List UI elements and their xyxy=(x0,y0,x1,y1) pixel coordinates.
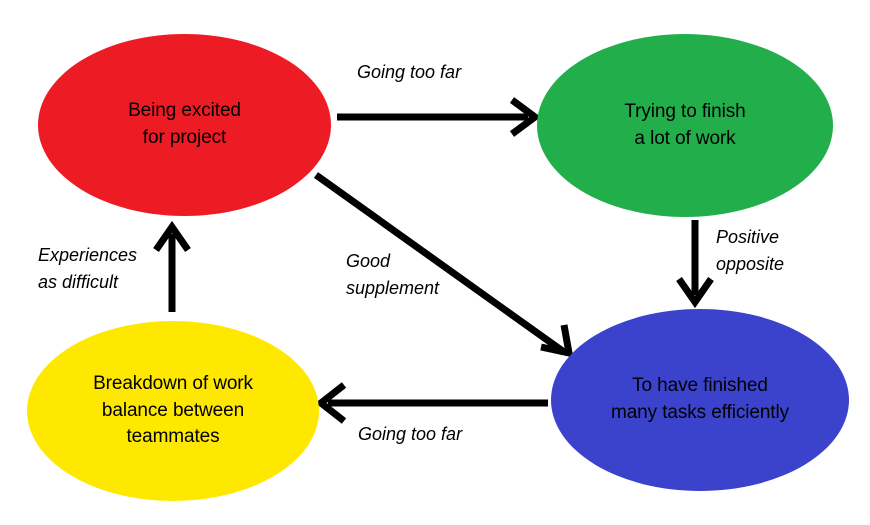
edge-red-to-blue-arrowhead xyxy=(540,324,574,358)
node-to-have-finished-many-tasks[interactable]: To have finished many tasks efficiently xyxy=(551,309,849,491)
edge-label-yellow-to-red: Experiences as difficult xyxy=(38,245,138,292)
node-being-excited-for-project[interactable]: Being excited for project xyxy=(38,34,331,216)
edge-green-to-blue xyxy=(676,220,714,309)
edge-red-to-green xyxy=(337,97,541,137)
edge-red-to-green-arrowhead xyxy=(509,97,541,137)
edge-yellow-to-red-arrowhead xyxy=(153,220,191,252)
edge-label-green-to-blue: Positive opposite xyxy=(716,227,785,274)
node-breakdown-of-work-balance[interactable]: Breakdown of work balance between teamma… xyxy=(27,321,319,501)
node-label-blue: To have finished many tasks efficiently xyxy=(610,375,790,423)
edge-green-to-blue-arrowhead xyxy=(676,277,714,309)
node-label-green: Trying to finish a lot of work xyxy=(624,100,746,149)
edge-blue-to-yellow-arrowhead xyxy=(315,382,347,424)
node-trying-to-finish-a-lot-of-work[interactable]: Trying to finish a lot of work xyxy=(537,34,833,217)
edge-yellow-to-red xyxy=(153,220,191,312)
edge-blue-to-yellow xyxy=(315,382,548,424)
edge-label-red-to-blue: Good supplement xyxy=(346,251,440,298)
node-label-red: Being excited for project xyxy=(128,100,241,148)
edge-label-red-to-green: Going too far xyxy=(357,62,462,82)
node-label-yellow: Breakdown of work balance between teamma… xyxy=(93,372,253,448)
edge-label-blue-to-yellow: Going too far xyxy=(358,424,463,444)
